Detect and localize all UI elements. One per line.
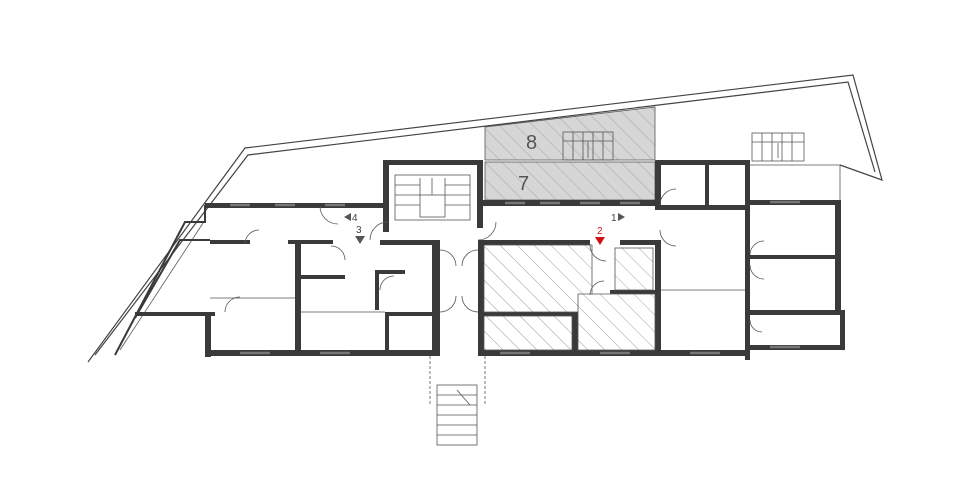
hatched-room-center[interactable] xyxy=(483,244,593,313)
view-marker-4[interactable]: 4 xyxy=(344,213,358,224)
windows xyxy=(230,200,800,355)
hatched-room-lower-right[interactable] xyxy=(577,293,656,351)
corridor-doors xyxy=(224,188,765,333)
view-marker-2[interactable]: 2 xyxy=(595,226,605,245)
marker-4-arrow-icon xyxy=(344,213,351,221)
building-walls xyxy=(114,160,845,360)
marker-3-label: 3 xyxy=(356,225,362,236)
hatched-room-small[interactable] xyxy=(614,247,654,291)
room-7-area[interactable]: 7 xyxy=(484,161,656,201)
balcony-stair xyxy=(751,132,805,162)
marker-4-label: 4 xyxy=(352,213,358,224)
view-marker-3[interactable]: 3 xyxy=(355,225,365,244)
marker-2-arrow-icon xyxy=(595,237,605,245)
room-8-label: 8 xyxy=(526,132,537,154)
interior-lines xyxy=(210,164,841,313)
hatched-room-lower-left[interactable] xyxy=(483,315,573,351)
marker-1-label: 1 xyxy=(611,213,617,224)
upper-stair xyxy=(562,131,614,161)
marker-2-label: 2 xyxy=(597,226,603,237)
entrance-stair xyxy=(429,356,486,446)
room-8-area[interactable]: 8 xyxy=(484,106,656,161)
view-marker-1[interactable]: 1 xyxy=(611,213,625,224)
marker-3-arrow-icon xyxy=(355,236,365,244)
central-stairwell xyxy=(394,174,471,221)
room-7-label: 7 xyxy=(518,173,529,195)
marker-1-arrow-icon xyxy=(618,213,625,221)
